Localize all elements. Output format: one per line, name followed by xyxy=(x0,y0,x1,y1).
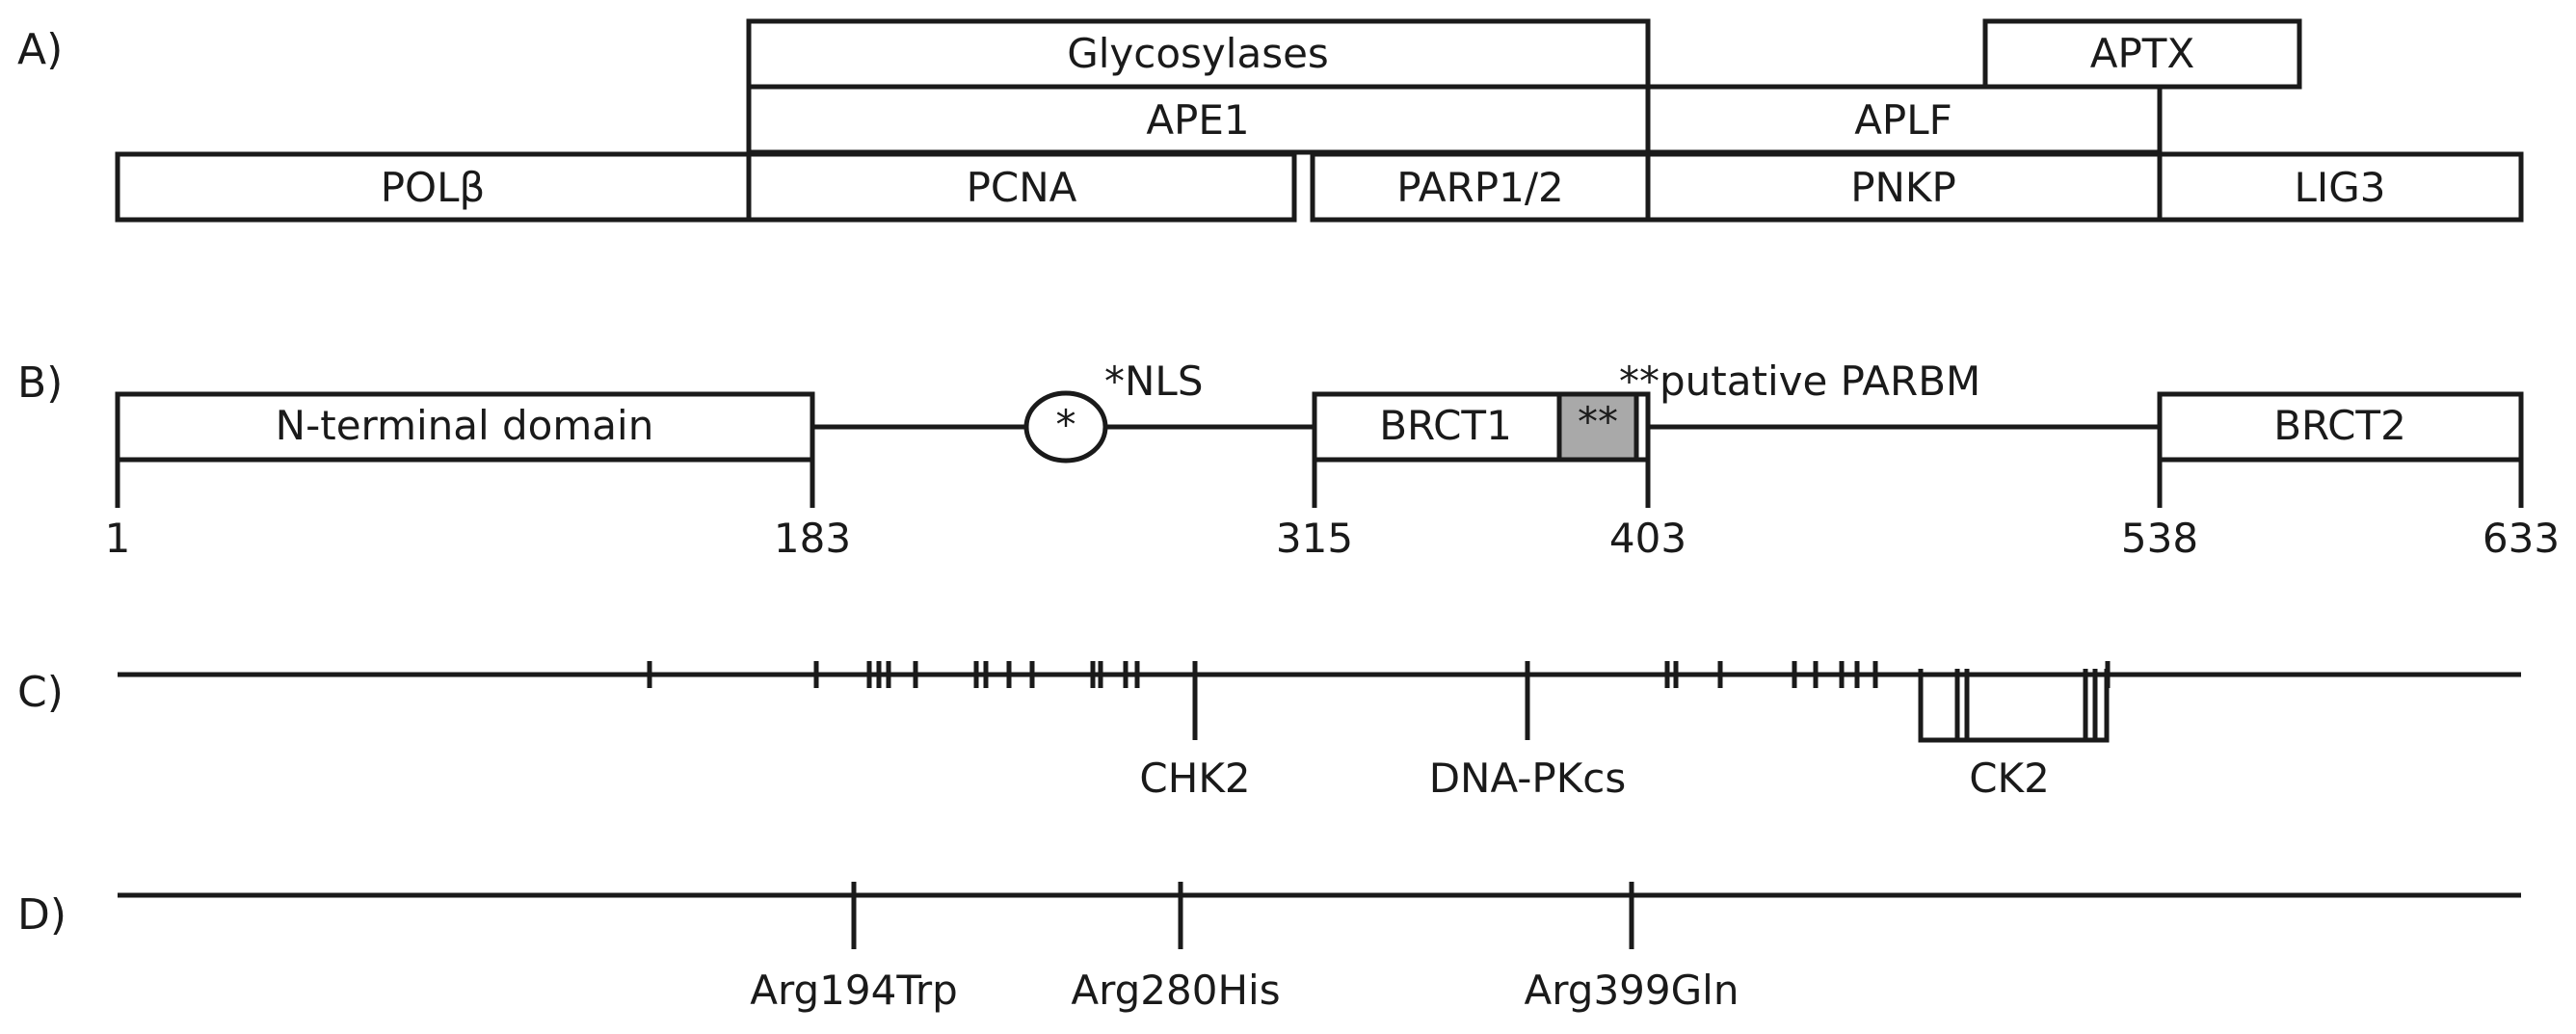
partner-label-lig3: LIG3 xyxy=(2294,164,2385,211)
position-label-633: 633 xyxy=(2483,515,2560,562)
panel-a: A) Glycosylases APTX APE1 APLF POLβ PCNA… xyxy=(17,18,2524,223)
phospho-site-ticks xyxy=(647,661,2111,688)
position-label-183: 183 xyxy=(774,515,851,562)
partner-label-pnkp: PNKP xyxy=(1850,164,1956,211)
kinase-dnapkcs: DNA-PKcs xyxy=(1429,661,1627,802)
variant-label-arg280his: Arg280His xyxy=(1071,967,1280,1014)
position-label-403: 403 xyxy=(1609,515,1686,562)
partner-box-pnkp: PNKP xyxy=(1645,151,2163,223)
domain-label-n-terminal: N-terminal domain xyxy=(276,402,654,449)
partner-label-aplf: APLF xyxy=(1854,96,1952,144)
partner-box-lig3: LIG3 xyxy=(2157,151,2524,223)
partner-label-glycosylases: Glycosylases xyxy=(1067,30,1329,77)
position-label-315: 315 xyxy=(1276,515,1353,562)
nls-marker: * xyxy=(1023,390,1108,464)
panel-c-label: C) xyxy=(17,668,64,717)
variant-label-arg194trp: Arg194Trp xyxy=(750,967,958,1014)
partner-label-aptx: APTX xyxy=(2090,30,2195,77)
panel-a-label: A) xyxy=(17,25,63,74)
parbm-label: **putative PARBM xyxy=(1619,358,1980,405)
partner-box-aptx: APTX xyxy=(1982,18,2302,90)
partner-box-pcna: PCNA xyxy=(746,151,1297,223)
variant-label-arg399gln: Arg399Gln xyxy=(1525,967,1739,1014)
panel-b: B) N-terminal domain * *NLS BRCT1 ** **p… xyxy=(17,358,2560,562)
domain-n-terminal: N-terminal domain xyxy=(115,391,815,463)
position-label-1: 1 xyxy=(105,515,131,562)
partner-label-parp: PARP1/2 xyxy=(1396,164,1563,211)
partner-box-aplf: APLF xyxy=(1645,84,2163,155)
ck2-bracket xyxy=(1918,669,2110,743)
nls-label: *NLS xyxy=(1104,358,1203,405)
parbm-marker: ** xyxy=(1578,398,1618,445)
partner-box-parp: PARP1/2 xyxy=(1310,151,1651,223)
kinase-chk2: CHK2 xyxy=(1139,661,1251,802)
domain-label-brct2: BRCT2 xyxy=(2273,402,2406,449)
kinase-ck2: CK2 xyxy=(1918,669,2110,802)
partner-label-polb: POLβ xyxy=(381,164,486,211)
variant-arg280his: Arg280His xyxy=(1071,882,1281,1014)
variant-arg399gln: Arg399Gln xyxy=(1525,882,1739,1014)
domain-brct2: BRCT2 xyxy=(2157,391,2524,463)
partner-label-ape1: APE1 xyxy=(1146,96,1249,144)
kinase-label-ck2: CK2 xyxy=(1969,755,2050,802)
parbm-region: ** xyxy=(1556,391,1639,463)
kinase-label-dnapkcs: DNA-PKcs xyxy=(1429,755,1627,802)
partner-label-pcna: PCNA xyxy=(967,164,1077,211)
panel-d-label: D) xyxy=(17,890,66,940)
position-label-538: 538 xyxy=(2121,515,2198,562)
panel-d: D) Arg194Trp Arg280His Arg399Gln xyxy=(17,882,2521,1014)
domain-label-brct1: BRCT1 xyxy=(1379,402,1512,449)
kinase-label-chk2: CHK2 xyxy=(1139,755,1250,802)
panel-b-label: B) xyxy=(17,358,63,408)
partner-box-glycosylases: Glycosylases xyxy=(746,18,1651,90)
partner-box-ape1: APE1 xyxy=(746,84,1651,155)
variant-arg194trp: Arg194Trp xyxy=(750,882,958,1014)
panel-c: C) C xyxy=(17,661,2521,802)
nls-marker-star: * xyxy=(1056,401,1076,448)
partner-box-polb: POLβ xyxy=(115,151,752,223)
